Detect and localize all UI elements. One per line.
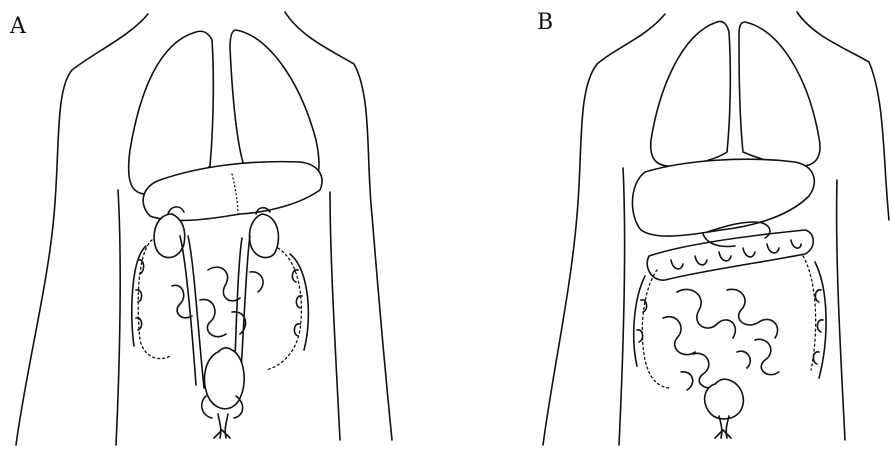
left-ureter (180, 236, 204, 388)
inner-arm-line-right (837, 180, 845, 440)
right-lung (651, 21, 731, 166)
right-kidney (250, 214, 279, 258)
descending-colon (266, 248, 301, 370)
torso-outline-right (285, 12, 392, 440)
anatomy-drawing-b (445, 0, 890, 449)
figure-a: A (0, 0, 445, 449)
ascending-colon-outline (634, 276, 647, 366)
liver (632, 159, 814, 236)
liver (143, 162, 322, 221)
bladder (204, 348, 244, 409)
transverse-colon (647, 230, 813, 280)
anatomy-drawing-a (0, 0, 445, 449)
inner-arm-line-right (330, 192, 340, 440)
transverse-colon-haustra (671, 240, 801, 269)
inner-arm-line-left (619, 168, 625, 445)
inner-arm-line-left (116, 190, 120, 445)
torso-outline (16, 14, 148, 445)
colon-outline-right (290, 254, 308, 350)
descending-colon (803, 256, 816, 370)
left-lung (739, 22, 820, 166)
figure-b: B (445, 0, 890, 449)
ascending-colon (642, 270, 669, 388)
small-intestine (663, 289, 779, 390)
small-intestine (172, 267, 263, 337)
colon-outline-left (132, 246, 146, 346)
bladder (705, 379, 744, 419)
